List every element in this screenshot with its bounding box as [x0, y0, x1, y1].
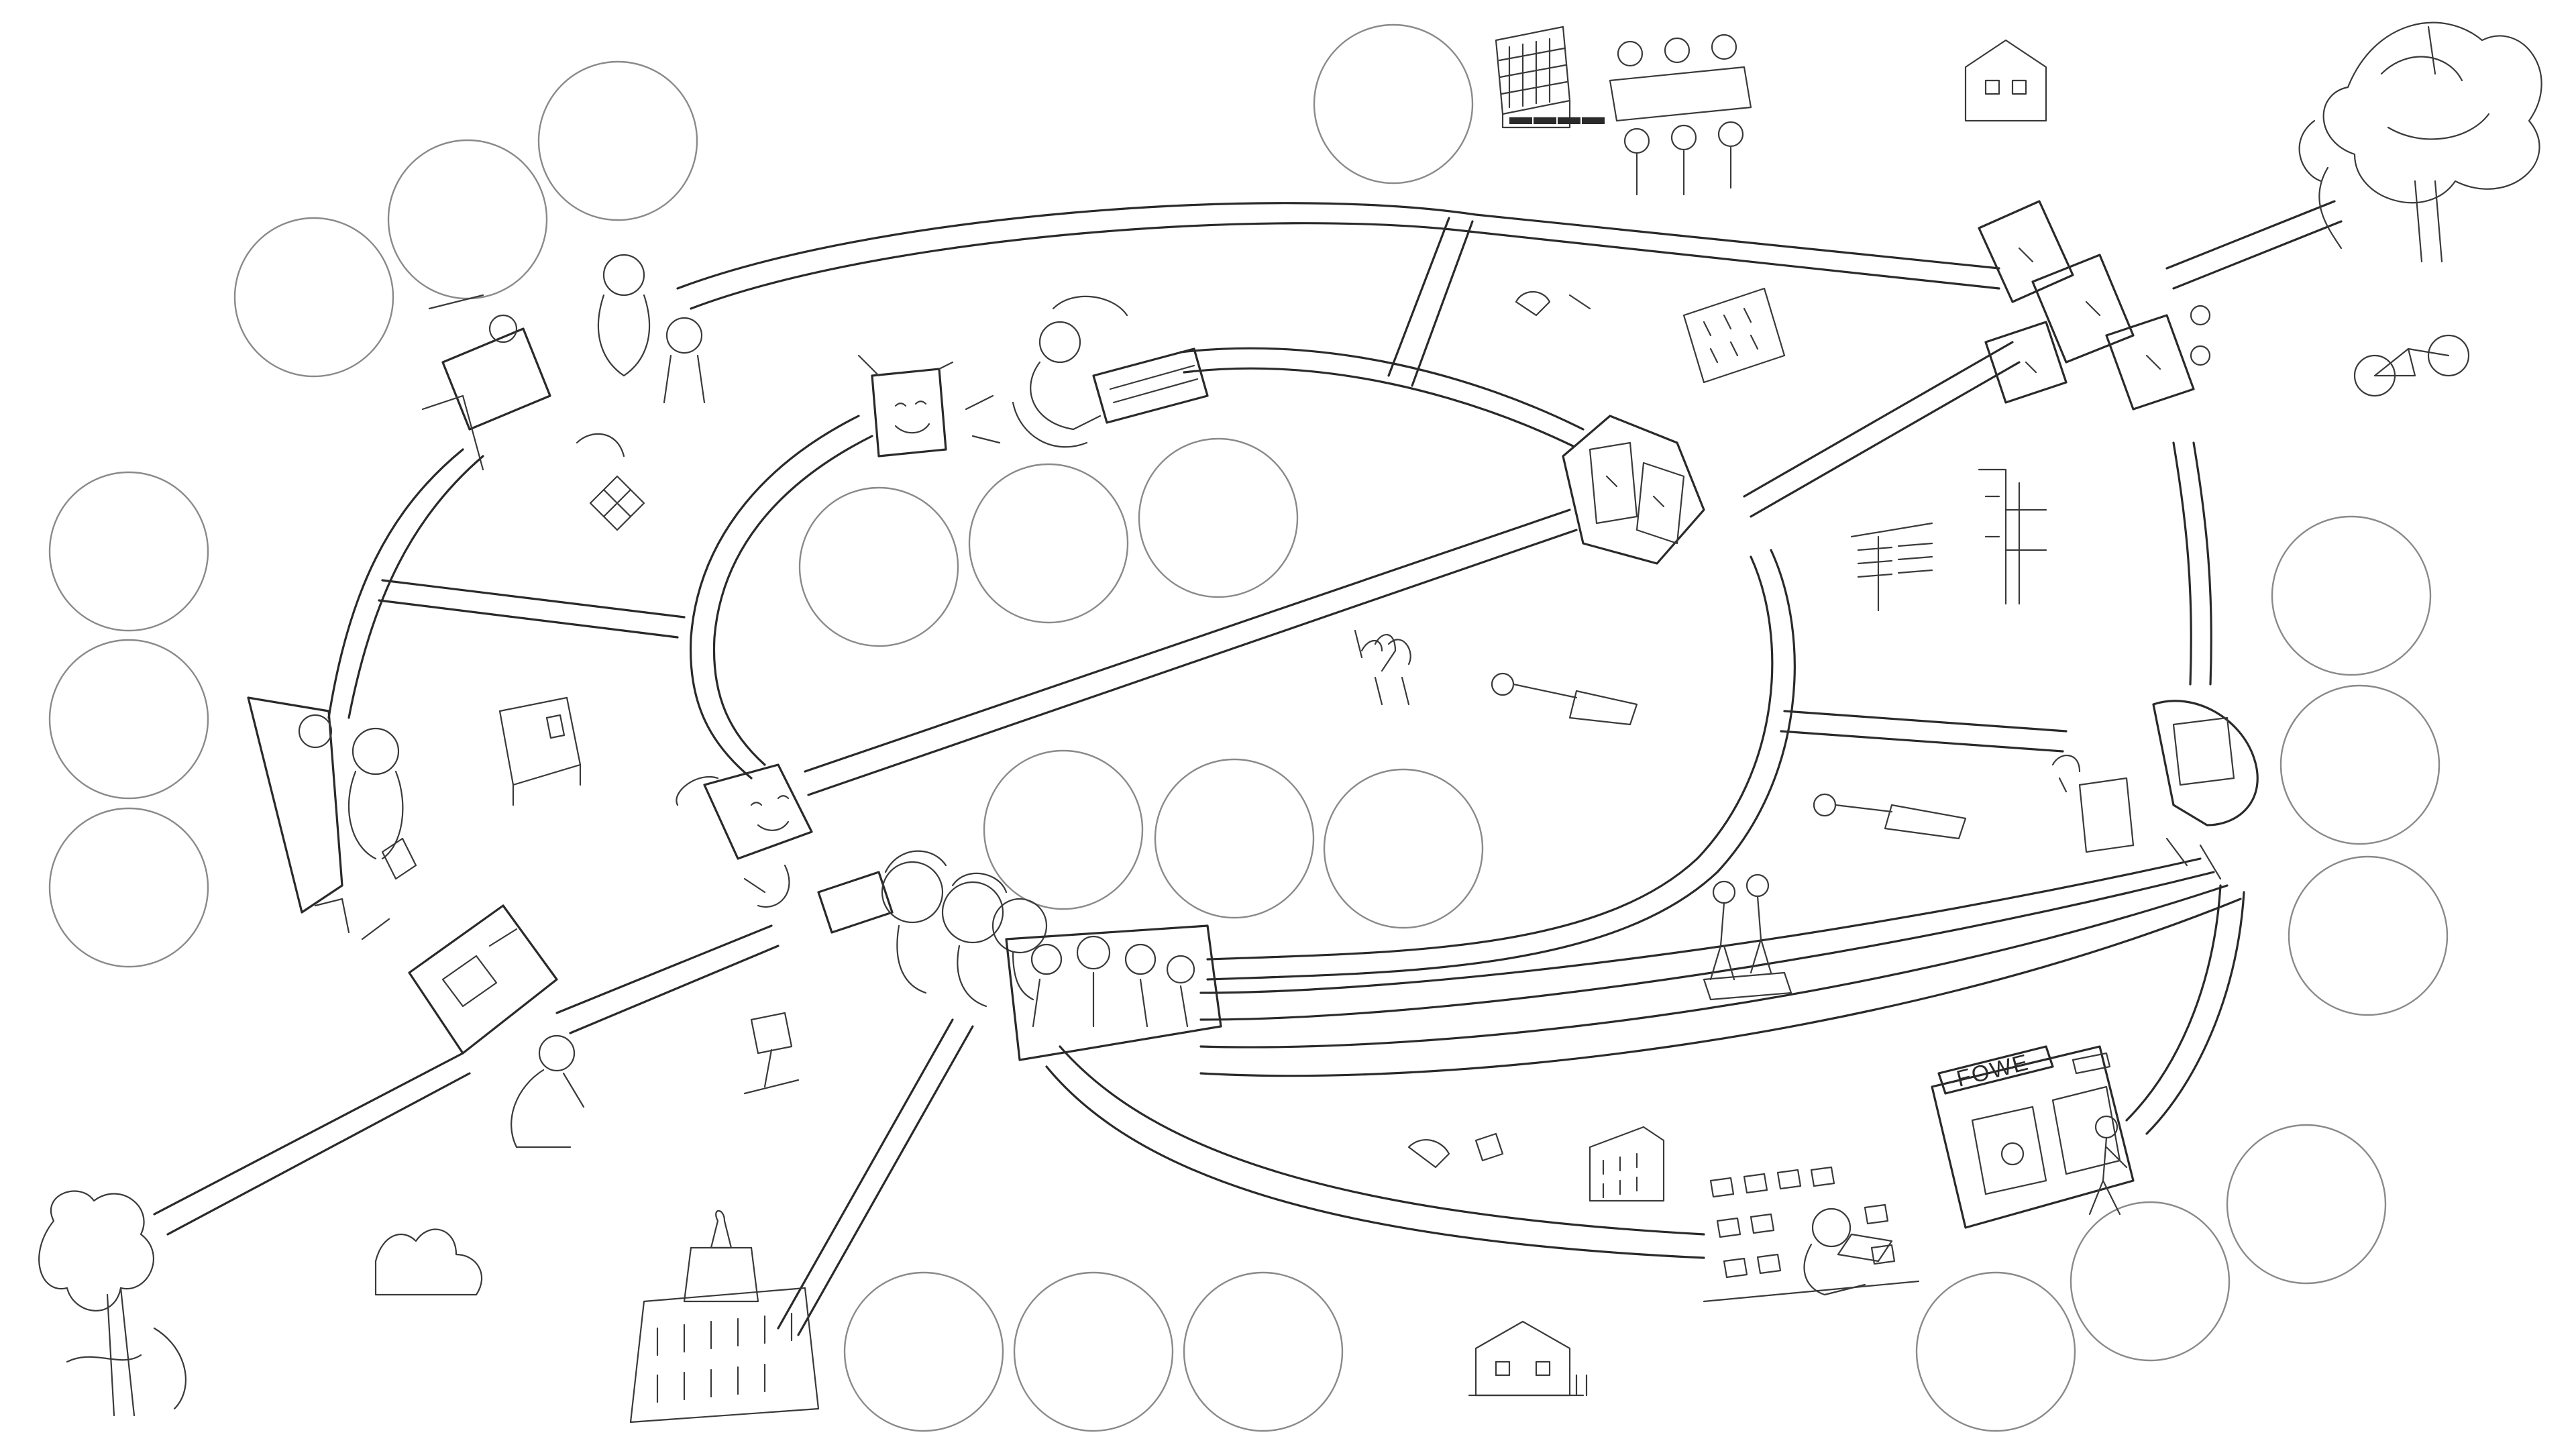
slot-group-right-column	[2272, 517, 2447, 1015]
phone-icon	[676, 765, 812, 907]
phone-icon	[1563, 416, 1704, 564]
house-icon	[1469, 1322, 1587, 1395]
building-icon	[1684, 288, 1784, 382]
slot-circle[interactable]	[235, 218, 393, 376]
slot-circle[interactable]	[50, 472, 208, 631]
slot-group-bottom-right-arc	[1917, 1125, 2385, 1431]
phone-icon	[2053, 701, 2257, 879]
slot-circle[interactable]	[1917, 1273, 2075, 1431]
device-icon	[1409, 1134, 1503, 1167]
slot-circle[interactable]	[539, 62, 697, 220]
slot-circle[interactable]	[969, 464, 1128, 623]
device-icon	[1516, 292, 1590, 315]
traffic-icon	[1492, 674, 1637, 724]
traffic-icon	[1814, 794, 1966, 839]
tree-icon	[376, 1230, 482, 1295]
machine-icon	[500, 698, 580, 805]
slot-circle[interactable]	[2281, 686, 2439, 844]
slot-group-inner-top	[800, 439, 1297, 646]
tree-icon	[2300, 23, 2542, 262]
slot-circle[interactable]	[845, 1273, 1003, 1431]
headset-icon	[1704, 1167, 1919, 1301]
device-icon	[315, 839, 416, 939]
device-icon	[1979, 201, 2210, 409]
slot-group-top-center	[1314, 25, 1472, 183]
building-icon	[1851, 523, 1932, 610]
building-icon	[1979, 470, 2046, 604]
slot-circle[interactable]	[1155, 759, 1313, 918]
people-icon	[1610, 35, 1751, 195]
slot-circle[interactable]	[2227, 1125, 2385, 1283]
bike-icon	[2355, 335, 2469, 396]
slot-group-top-left-arc	[235, 62, 697, 376]
house-icon	[1966, 40, 2046, 121]
slot-group-bottom-center	[845, 1273, 1342, 1431]
slot-circle[interactable]	[2071, 1202, 2229, 1360]
laptop-icon	[1013, 297, 1208, 447]
slot-circle[interactable]	[50, 640, 208, 798]
slot-circle[interactable]	[1314, 25, 1472, 183]
people-icon	[590, 476, 644, 530]
camera-icon	[818, 851, 1046, 1006]
machine-icon	[409, 906, 557, 1053]
parking-icon	[745, 1013, 798, 1093]
slot-circle[interactable]	[1324, 769, 1483, 928]
slot-circle[interactable]	[1184, 1273, 1342, 1431]
slot-circle[interactable]	[800, 488, 958, 646]
slot-group-inner-center	[984, 751, 1483, 928]
building-icon	[1590, 1127, 1664, 1201]
slot-circle[interactable]	[984, 751, 1142, 909]
people-icon	[423, 255, 704, 470]
shop-sign: FOWE	[1954, 1049, 2032, 1091]
building-icon	[631, 1211, 818, 1422]
slot-circle[interactable]	[2289, 857, 2447, 1015]
people-icon	[511, 1036, 584, 1147]
building-icon: ▬▬▬▬	[1496, 27, 1606, 129]
phone-icon	[859, 356, 1000, 456]
slot-circle[interactable]	[388, 140, 547, 299]
slot-circle[interactable]	[1014, 1273, 1173, 1431]
slot-circle[interactable]	[2272, 517, 2430, 675]
people-icon	[1362, 639, 1411, 704]
tree-icon	[39, 1191, 186, 1415]
slot-group-left-column	[50, 472, 208, 967]
svg-text:▬▬▬▬: ▬▬▬▬	[1509, 104, 1606, 129]
slot-circle[interactable]	[50, 808, 208, 967]
people-icon	[248, 698, 402, 912]
slot-circle[interactable]	[1139, 439, 1297, 597]
